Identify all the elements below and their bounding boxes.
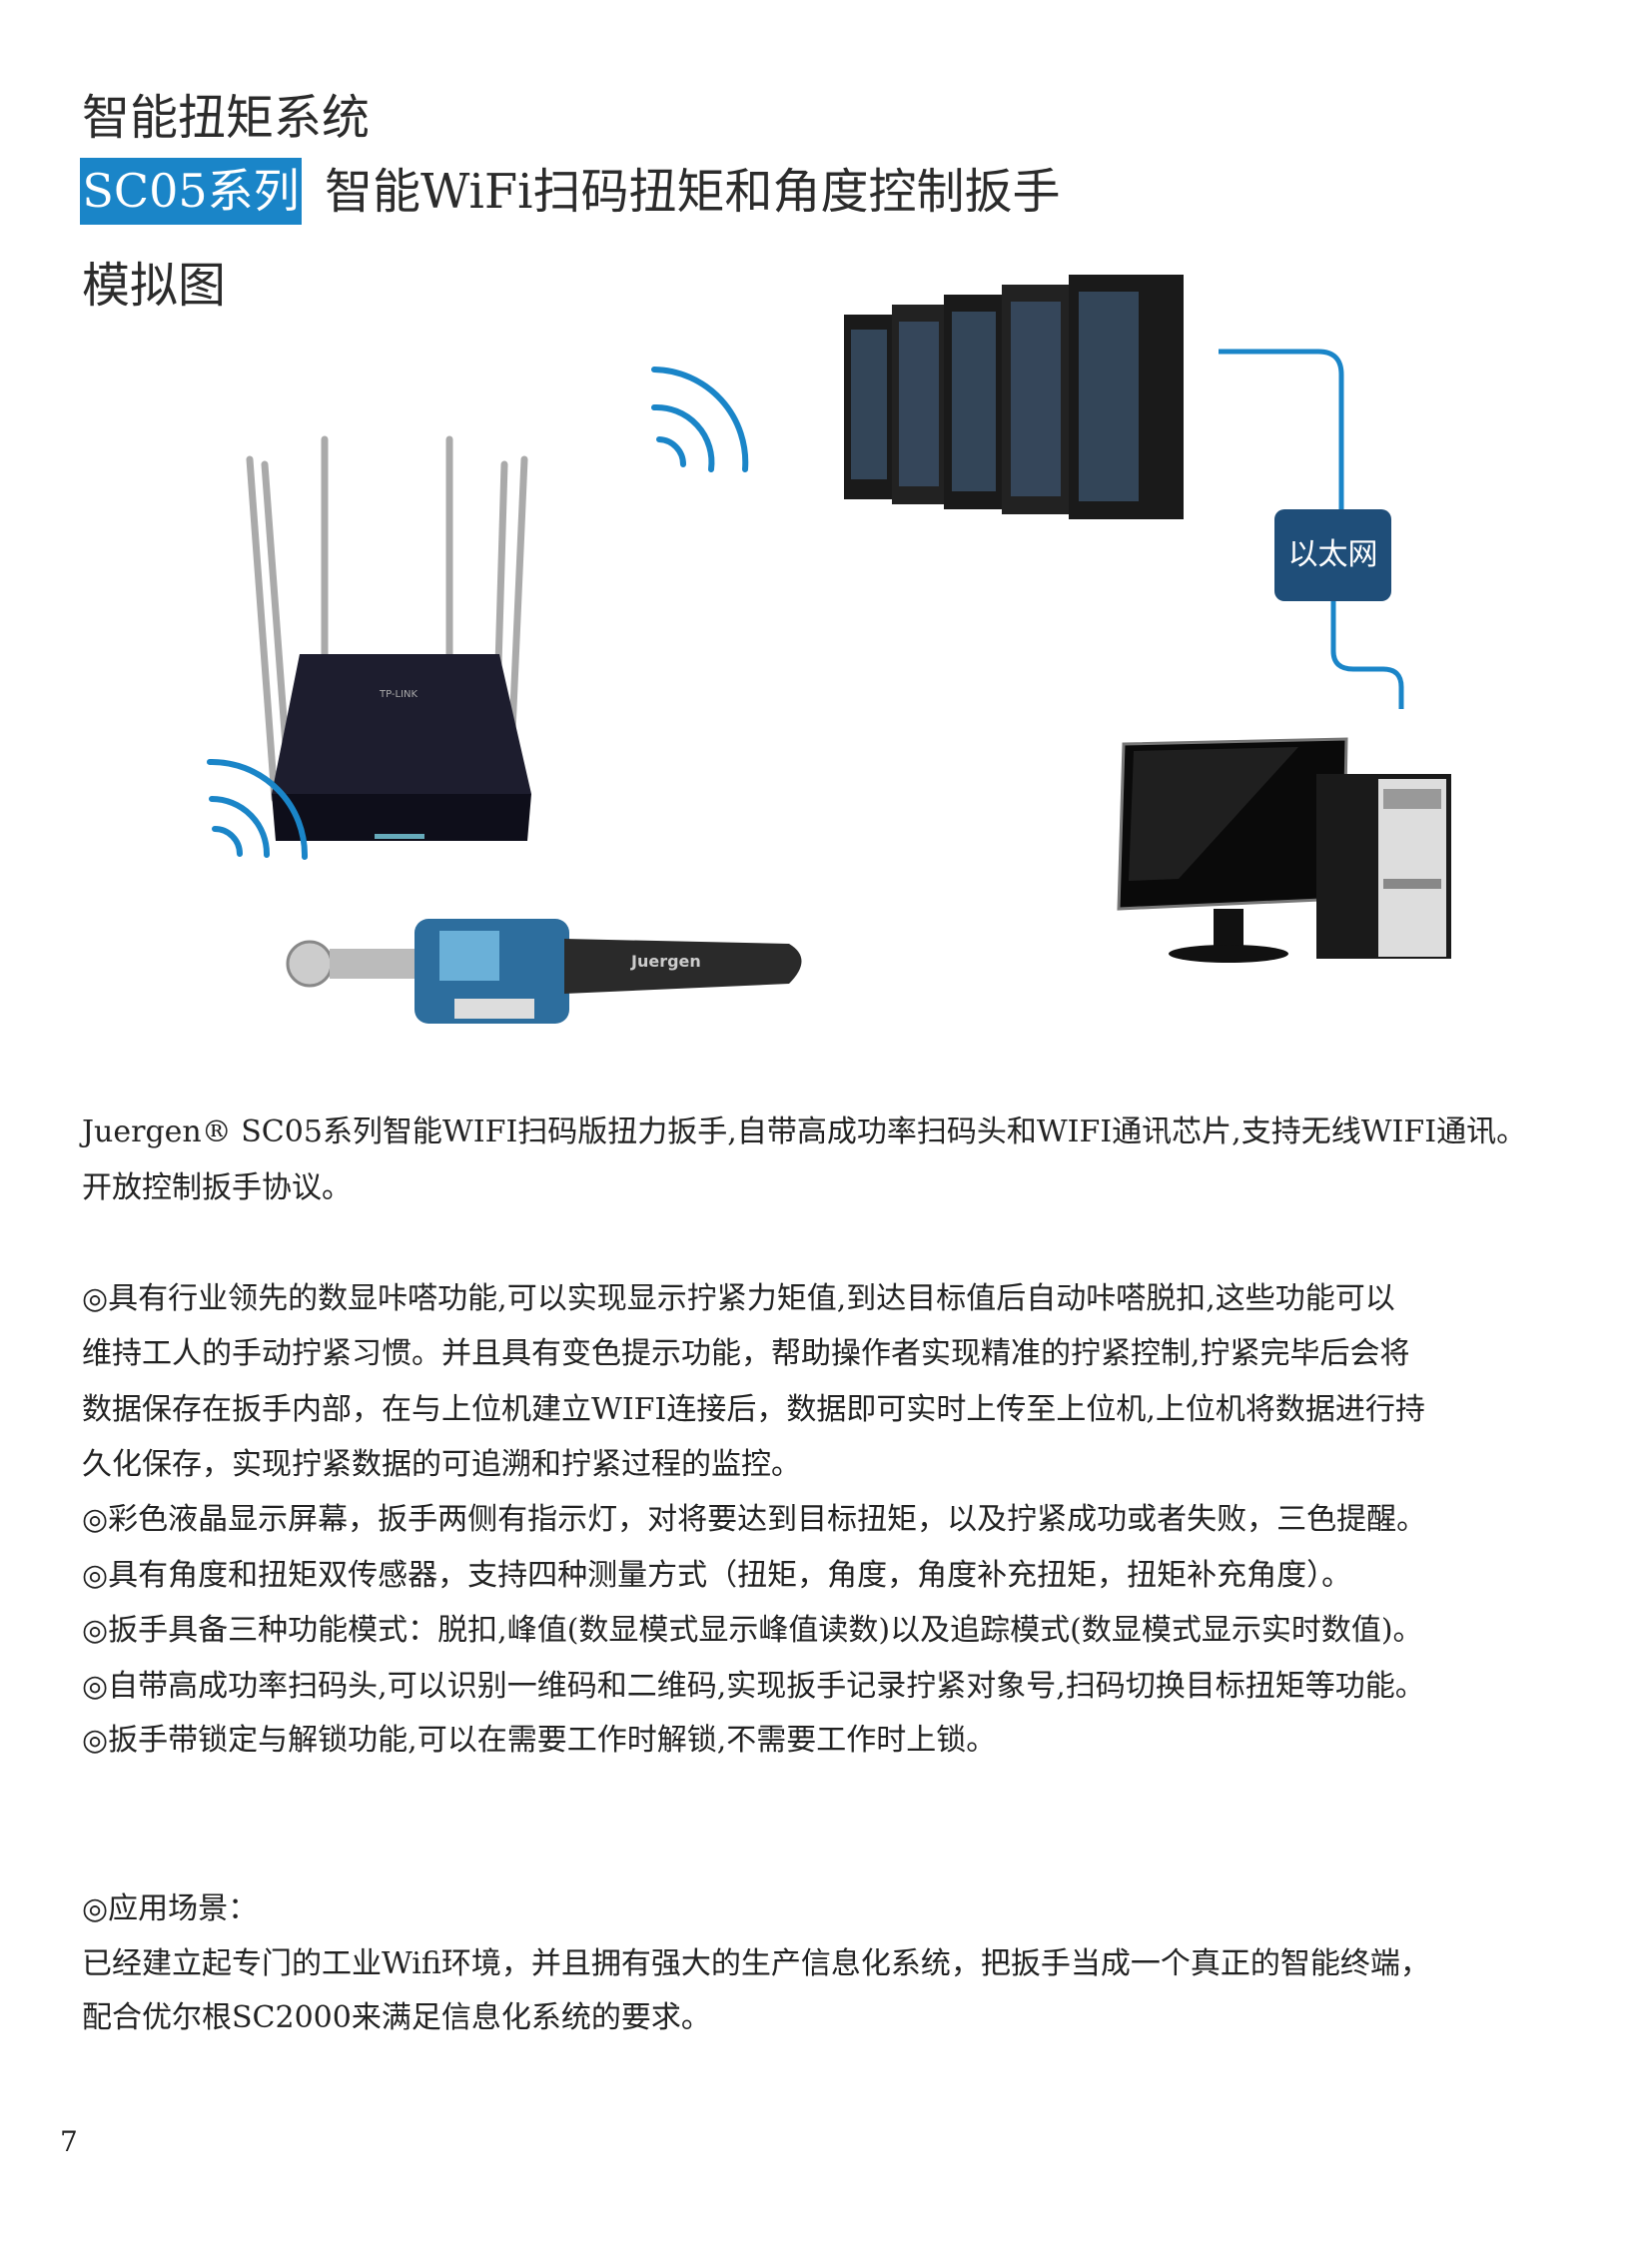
wifi-signal-icon — [207, 758, 309, 860]
feature-line: ◎自带高成功率扫码头,可以识别一维码和二维码,实现扳手记录拧紧对象号,扫码切换目… — [82, 1669, 1425, 1704]
feature-line: 维持工人的手动拧紧习惯。并且具有变色提示功能，帮助操作者实现精准的拧紧控制,拧紧… — [82, 1336, 1410, 1371]
router-brand: TP-LINK — [379, 689, 418, 700]
product-subtitle: 智能WiFi扫码扭矩和角度控制扳手 — [325, 164, 1061, 220]
server-rack-image — [844, 275, 1184, 519]
feature-line: ◎彩色液晶显示屏幕，扳手两侧有指示灯，对将要达到目标扭矩，以及拧紧成功或者失败，… — [82, 1502, 1427, 1537]
network-diagram: TP-LINK — [207, 275, 1451, 1024]
diagram-title: 模拟图 — [82, 258, 227, 314]
router-image: TP-LINK — [246, 435, 531, 841]
wrench-image: Juergen — [286, 919, 802, 1024]
feature-line: 数据保存在扳手内部，在与上位机建立WIFI连接后，数据即可实时上传至上位机,上位… — [82, 1392, 1425, 1427]
application-line: 已经建立起专门的工业Wifi环境，并且拥有强大的生产信息化系统，把扳手当成一个真… — [82, 1946, 1430, 1981]
computer-image — [1117, 737, 1451, 963]
intro-line: Juergen® SC05系列智能WIFI扫码版扭力扳手,自带高成功率扫码头和W… — [82, 1115, 1527, 1149]
series-badge: SC05系列 — [80, 158, 302, 225]
ethernet-label: 以太网 — [1274, 509, 1391, 601]
feature-line: ◎具有角度和扭矩双传感器，支持四种测量方式（扭矩，角度，角度补充扭矩，扭矩补充角… — [82, 1558, 1352, 1593]
wrench-brand: Juergen — [630, 952, 701, 971]
application-heading: ◎应用场景： — [82, 1891, 259, 1926]
section-title: 智能扭矩系统 — [82, 90, 371, 146]
feature-line: ◎具有行业领先的数显咔嗒功能,可以实现显示拧紧力矩值,到达目标值后自动咔嗒脱扣,… — [82, 1281, 1395, 1316]
ethernet-cable — [1219, 349, 1404, 709]
intro-line: 开放控制扳手协议。 — [82, 1170, 352, 1205]
application-line: 配合优尔根SC2000来满足信息化系统的要求。 — [82, 2000, 711, 2035]
page-number: 7 — [60, 2125, 78, 2158]
feature-line: 久化保存，实现拧紧数据的可追溯和拧紧过程的监控。 — [82, 1447, 801, 1482]
feature-line: ◎扳手具备三种功能模式：脱扣,峰值(数显模式显示峰值读数)以及追踪模式(数显模式… — [82, 1613, 1423, 1648]
feature-line: ◎扳手带锁定与解锁功能,可以在需要工作时解锁,不需要工作时上锁。 — [82, 1723, 997, 1758]
wifi-signal-icon — [651, 367, 749, 472]
